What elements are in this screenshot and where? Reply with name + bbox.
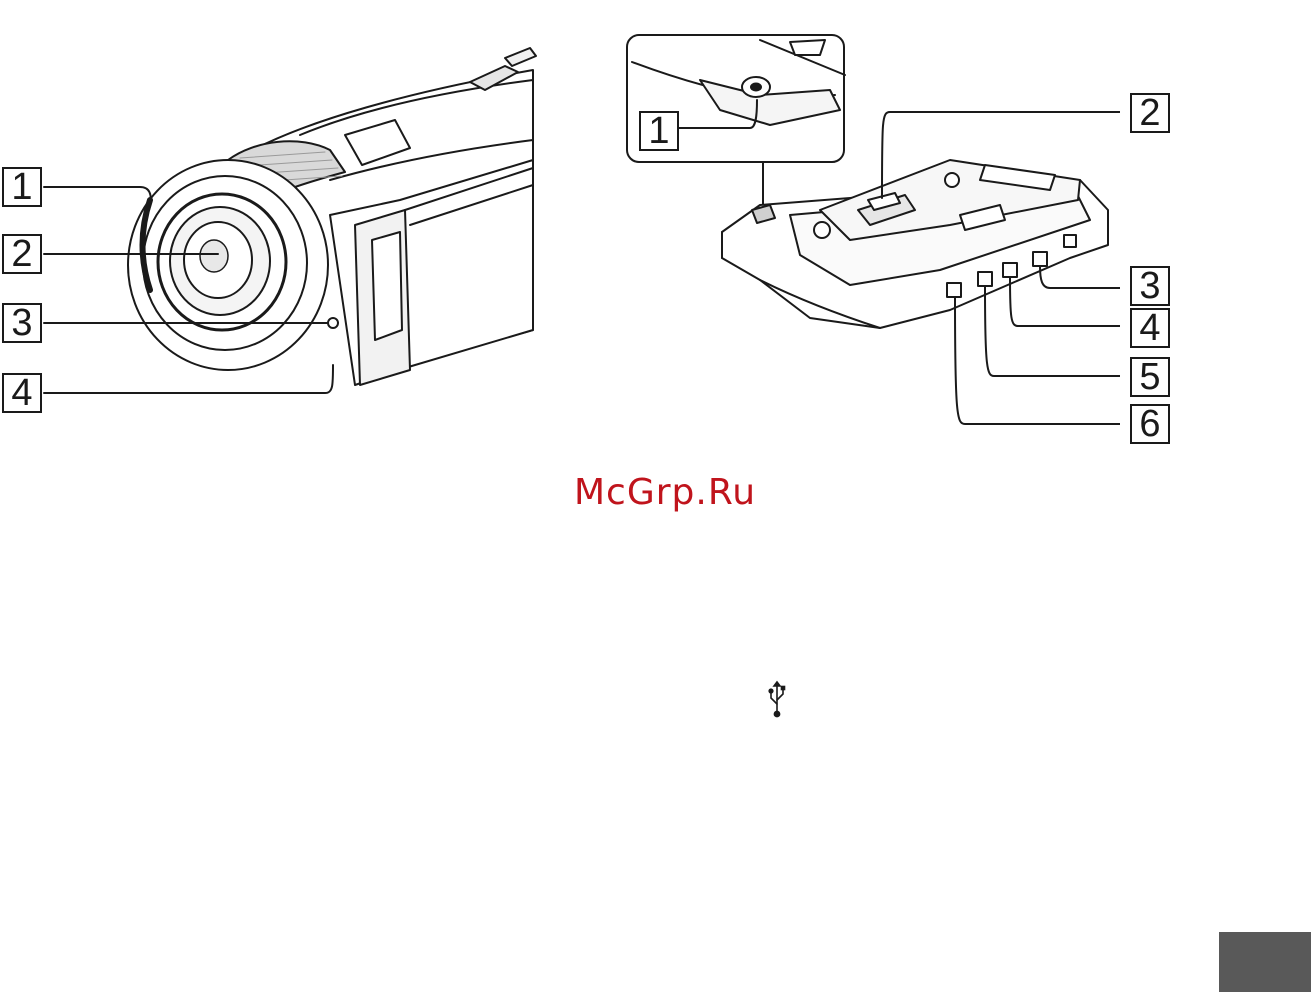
dock-callout-4: 4 xyxy=(1130,308,1170,348)
camera-callout-1: 1 xyxy=(2,167,42,207)
dock-illustration xyxy=(620,30,1120,445)
dock-callout-5: 5 xyxy=(1130,357,1170,397)
watermark-text: McGrp.Ru xyxy=(555,472,775,513)
camera-callout-2: 2 xyxy=(2,234,42,274)
page-corner-tab xyxy=(1219,932,1311,992)
camera-callout-4: 4 xyxy=(2,373,42,413)
dock-callout-2: 2 xyxy=(1130,93,1170,133)
dock-callout-6: 6 xyxy=(1130,404,1170,444)
camcorder-illustration xyxy=(0,40,540,410)
camera-callout-3: 3 xyxy=(2,303,42,343)
dock-inset-callout-1: 1 xyxy=(639,111,679,151)
dock-callout-3: 3 xyxy=(1130,266,1170,306)
usb-icon xyxy=(765,680,789,718)
